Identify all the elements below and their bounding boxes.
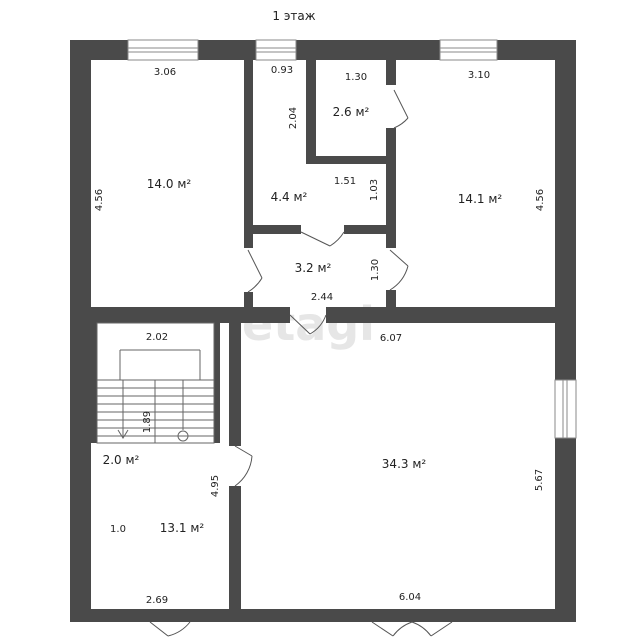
dim-hall-height: 1.30 (370, 259, 381, 281)
staircase (96, 322, 215, 444)
dim-corridor-right: 1.03 (369, 179, 380, 201)
dim-stair-width: 2.02 (146, 332, 168, 343)
area-bottom-left: 13.1 м² (160, 521, 205, 535)
dim-bottom-left-width: 2.69 (146, 595, 168, 606)
dim-top-right-width: 3.10 (468, 70, 490, 81)
dim-small-room-width: 1.30 (345, 72, 367, 83)
window-right (554, 379, 577, 439)
dim-top-right-height: 4.56 (535, 189, 546, 211)
dim-top-left-height: 4.56 (94, 189, 105, 211)
dim-corridor-bottom: 1.51 (334, 176, 356, 187)
area-small-room: 2.6 м² (333, 105, 370, 119)
dim-big-room-top: 6.07 (380, 333, 402, 344)
area-top-right: 14.1 м² (458, 192, 503, 206)
area-hall: 3.2 м² (295, 261, 332, 275)
door-bottom-left-exit (149, 621, 191, 637)
dim-corridor-side: 2.04 (288, 107, 299, 129)
interior-walls (91, 60, 555, 622)
window-top-right (439, 39, 498, 61)
dim-stair-height: 1.89 (142, 411, 153, 433)
area-corridor-top: 4.4 м² (271, 190, 308, 204)
dim-corridor-top: 0.93 (271, 65, 293, 76)
area-stair: 2.0 м² (103, 453, 140, 467)
dim-bottom-left-inner: 1.0 (110, 524, 126, 535)
door-hall-right (389, 249, 409, 291)
window-top-left (127, 39, 199, 61)
door-small-room (393, 89, 409, 129)
area-top-left: 14.0 м² (147, 177, 192, 191)
dim-bottom-left-height: 4.95 (210, 475, 221, 497)
dim-top-left-width: 3.06 (154, 67, 176, 78)
floor-title: 1 этаж (272, 9, 315, 23)
dim-big-room-bottom: 6.04 (399, 592, 421, 603)
watermark: etagi (242, 297, 375, 351)
dim-big-room-height: 5.67 (534, 469, 545, 491)
door-big-room-exit (371, 621, 453, 637)
area-big-room: 34.3 м² (382, 457, 427, 471)
door-hall-left (247, 249, 263, 293)
window-top-middle (255, 39, 297, 61)
dim-hall-width: 2.44 (311, 292, 333, 303)
door-corridor-hall (300, 231, 345, 247)
door-big-room-left (234, 445, 253, 487)
door-hall-bottom (289, 314, 327, 335)
